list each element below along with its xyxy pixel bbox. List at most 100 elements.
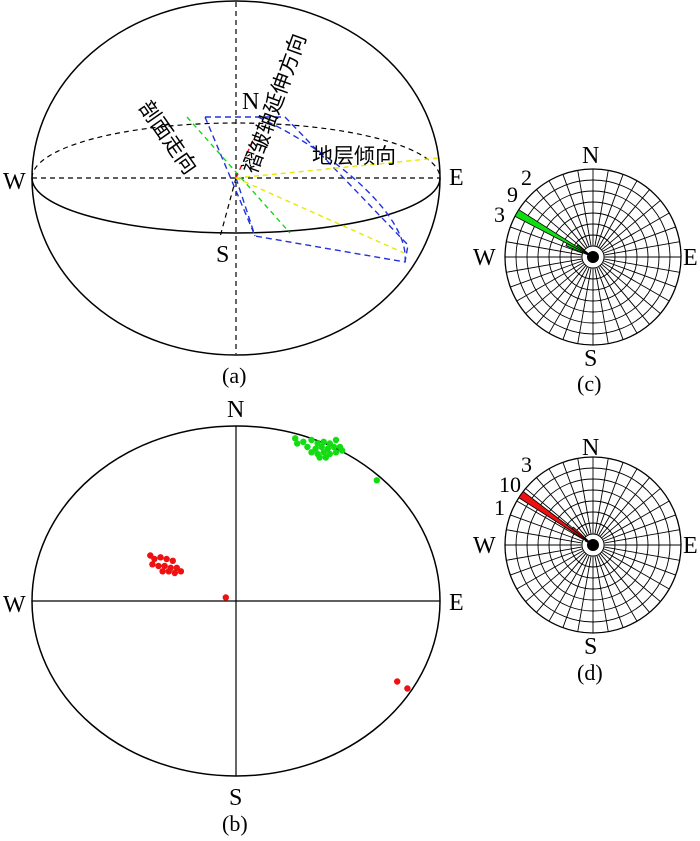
panel-d: N S E W 3 10 1 (d) [473,435,698,685]
rose-spoke-36 [577,458,592,535]
panel-a-west-label: W [3,169,26,195]
panel-b-west-label: W [3,592,26,618]
rose-spoke-26 [510,260,583,288]
panel-b-caption: (b) [222,811,248,836]
panel-b-north-label: N [227,397,244,423]
red-point-5 [169,557,176,564]
panel-c-north-label: N [582,143,599,169]
rose-spoke-36 [577,170,592,247]
panel-a-equator-front [31,177,441,234]
green-point-22 [294,440,301,447]
panel-a-fold-axis-line [235,139,254,179]
panel-c-west-label: W [473,245,496,271]
red-point-3 [157,554,164,561]
panel-b-east-label: E [449,590,464,616]
rose-spoke-8 [603,514,676,542]
panel-d-petal-label-1: 3 [521,452,532,477]
red-point-7 [155,562,162,570]
panel-c-caption: (c) [577,371,601,396]
rose-spoke-25 [516,262,584,302]
panel-a-north-label: N [242,89,259,115]
panel-a-strata-dip-text: 地层倾向 [312,144,396,168]
panel-d-petal-label-2: 10 [499,472,521,497]
panel-c-south-label: S [584,346,597,372]
rose-spoke-33 [536,189,587,249]
green-point-19 [316,454,323,461]
panel-a: N S E W 剖面走向 褶皱轴延伸方向 地层倾向 (a) [3,0,464,388]
rose-spoke-4 [598,180,638,248]
red-point-4 [163,555,170,563]
rose-spoke-31 [516,500,584,540]
rose-spoke-35 [562,174,590,247]
green-point-20 [322,454,329,461]
rose-spoke-23 [536,265,587,325]
rose-spoke-12 [603,260,676,288]
green-point-18 [332,449,340,456]
red-point-16 [394,678,401,685]
rose-spoke-17 [596,267,624,340]
rose-spoke-23 [536,553,587,613]
panel-d-petal-label-3: 1 [494,495,505,520]
panel-c-east-label: E [683,245,698,271]
rose-spoke-22 [548,266,588,334]
red-point-13 [171,569,178,577]
rose-spoke-26 [510,548,583,576]
panel-a-ns-axis [219,177,237,238]
green-point-12 [330,443,338,451]
rose-spoke-17 [596,555,624,628]
red-point-2 [151,555,158,563]
panel-d-petal [518,490,594,546]
rose-spoke-15 [599,553,650,613]
panel-d-west-label: W [473,533,496,559]
rose-spoke-21 [562,555,590,628]
rose-spoke-20 [577,555,592,632]
rose-spoke-13 [602,550,670,590]
rose-spoke-2 [594,170,609,247]
panel-a-profile-strike-text: 剖面走向 [134,96,202,179]
rose-petal-2 [514,209,594,258]
panel-c-rose-grid [504,168,682,346]
rose-spoke-21 [562,267,590,340]
red-point-14 [177,568,185,575]
green-point-3 [308,436,315,444]
rose-spoke-27 [506,258,583,273]
green-point-1 [292,435,299,442]
rose-spoke-35 [562,462,590,535]
rose-spoke-11 [603,546,680,561]
rose-spoke-6 [601,200,661,251]
green-point-8 [304,443,311,451]
rose-spoke-12 [603,548,676,576]
rose-spoke-6 [601,488,661,539]
panel-a-east-label: E [449,165,464,191]
red-point-17 [404,685,411,692]
red-point-11 [159,568,166,575]
rose-spoke-11 [603,258,680,273]
rose-spoke-34 [548,468,588,536]
rose-spoke-9 [603,529,680,544]
rose-spoke-16 [598,554,638,622]
red-point-12 [165,568,172,575]
panel-d-east-label: E [683,533,698,559]
rose-spoke-30 [510,226,583,254]
rose-spoke-30 [510,514,583,542]
rose-spoke-25 [516,550,584,590]
panel-c-petal [514,209,594,258]
panel-b-south-label: S [229,785,242,811]
panel-b-points [147,435,411,692]
rose-spoke-22 [548,554,588,622]
panel-d-caption: (d) [577,660,603,685]
panel-d-south-label: S [584,634,597,660]
green-point-7 [332,436,340,444]
panel-a-strata-dip-line-2 [235,177,405,254]
rose-spoke-32 [525,200,585,251]
rose-spoke-15 [599,265,650,325]
green-point-14 [308,449,315,456]
rose-spoke-8 [603,226,676,254]
rose-spoke-4 [598,468,638,536]
red-point-6 [149,561,156,568]
green-point-21 [338,447,346,454]
panel-d-north-label: N [582,435,599,461]
rose-petal-3 [584,539,594,546]
rose-spoke-20 [577,267,592,344]
